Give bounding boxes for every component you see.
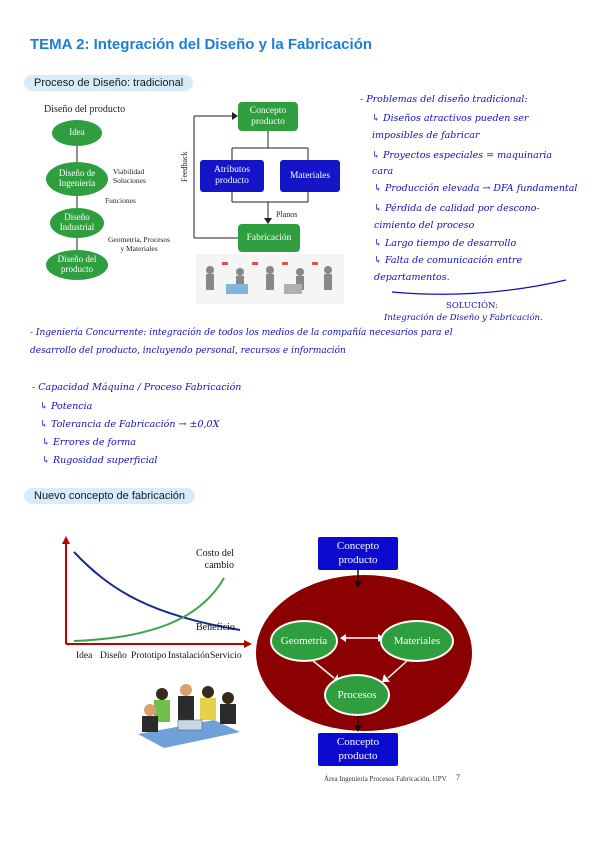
benefit-curve [73, 551, 241, 631]
node-diseno-ingenieria: Diseño de Ingeniería [46, 162, 108, 196]
note-capacidad: - Capacidad Máquina / Proceso Fabricació… [32, 382, 242, 393]
node-materiales: Materiales [380, 620, 454, 662]
node-diseno-producto: Diseño del producto [46, 250, 108, 280]
note-line: cara [372, 166, 394, 177]
page-number: 7 [456, 773, 460, 782]
node-idea: Idea [52, 120, 102, 146]
note-line: ↳ Largo tiempo de desarrollo [374, 238, 517, 249]
label-geometria-procesos: Geometría, Procesos y Materiales [108, 235, 171, 253]
page-title: TEMA 2: Integración del Diseño y la Fabr… [30, 36, 373, 53]
label-funciones: Funciones [105, 196, 136, 205]
note-ingenieria-concurrente-2: desarrollo del producto, incluyendo pers… [30, 346, 346, 356]
note-capacidad-item: ↳ Rugosidad superficial [42, 455, 158, 466]
flow-fabricacion: Fabricación [238, 224, 300, 252]
concept-bottom-box: Concepto producto [318, 733, 398, 766]
chart-x-label: Servicio [210, 651, 242, 661]
chart-x-label: Prototipo [131, 651, 167, 661]
concept-top-box: Concepto producto [318, 537, 398, 570]
node-geometria: Geometría [270, 620, 338, 662]
note-capacidad-item: ↳ Tolerancia de Fabricación → ±0,0X [40, 419, 220, 430]
solucion-text: Integración de Diseño y Fabricación. [384, 313, 543, 323]
chart-cost-label: Costo del cambio [196, 548, 235, 571]
integration-ellipse [256, 575, 472, 731]
note-line: departamentos. [374, 272, 450, 283]
note-line: ↳ Pérdida de calidad por descono- [374, 203, 540, 214]
flow-atributos-producto: Atributos producto [200, 160, 264, 192]
note-line: cimiento del proceso [374, 220, 475, 231]
note-capacidad-item: ↳ Errores de forma [42, 437, 136, 448]
team-meeting-illustration [138, 684, 240, 748]
chart-x-label: Idea [76, 651, 93, 661]
label-viabilidad: Viabilidad Soluciones [113, 167, 146, 185]
chart-x-label: Instalación [168, 651, 210, 661]
note-line: ↳ Falta de comunicación entre [374, 255, 523, 266]
node-procesos: Procesos [324, 674, 390, 716]
cost-curve [73, 577, 225, 642]
section-pill-tradicional: Proceso de Diseño: tradicional [24, 75, 194, 91]
note-line: imposibles de fabricar [372, 130, 480, 141]
chart-benefit-label: Beneficio [196, 622, 235, 633]
note-line: ↳ Proyectos especiales = maquinaria [372, 150, 553, 161]
flow-concepto-producto: Concepto producto [238, 102, 298, 131]
note-capacidad-item: ↳ Potencia [40, 401, 93, 412]
flow-planos-label: Planos [276, 210, 298, 219]
note-ingenieria-concurrente: - Ingeniería Concurrente: integración de… [30, 328, 453, 338]
solucion-heading: SOLUCIÓN: [446, 301, 498, 311]
note-line: - Problemas del diseño tradicional: [360, 94, 528, 105]
manufacturing-people-illustration [196, 254, 344, 304]
note-line: ↳ Diseños atractivos pueden ser [372, 113, 529, 124]
note-line: ↳ Producción elevada → DFA fundamental [374, 183, 578, 194]
chart-x-label: Diseño [100, 651, 127, 661]
node-diseno-industrial: Diseño Industrial [50, 208, 104, 238]
flow-materiales: Materiales [280, 160, 340, 192]
section-pill-nuevo-concepto: Nuevo concepto de fabricación [24, 488, 196, 504]
footer-text: Área Ingeniería Procesos Fabricación. UP… [324, 775, 447, 783]
design-diagram-title: Diseño del producto [44, 104, 126, 115]
